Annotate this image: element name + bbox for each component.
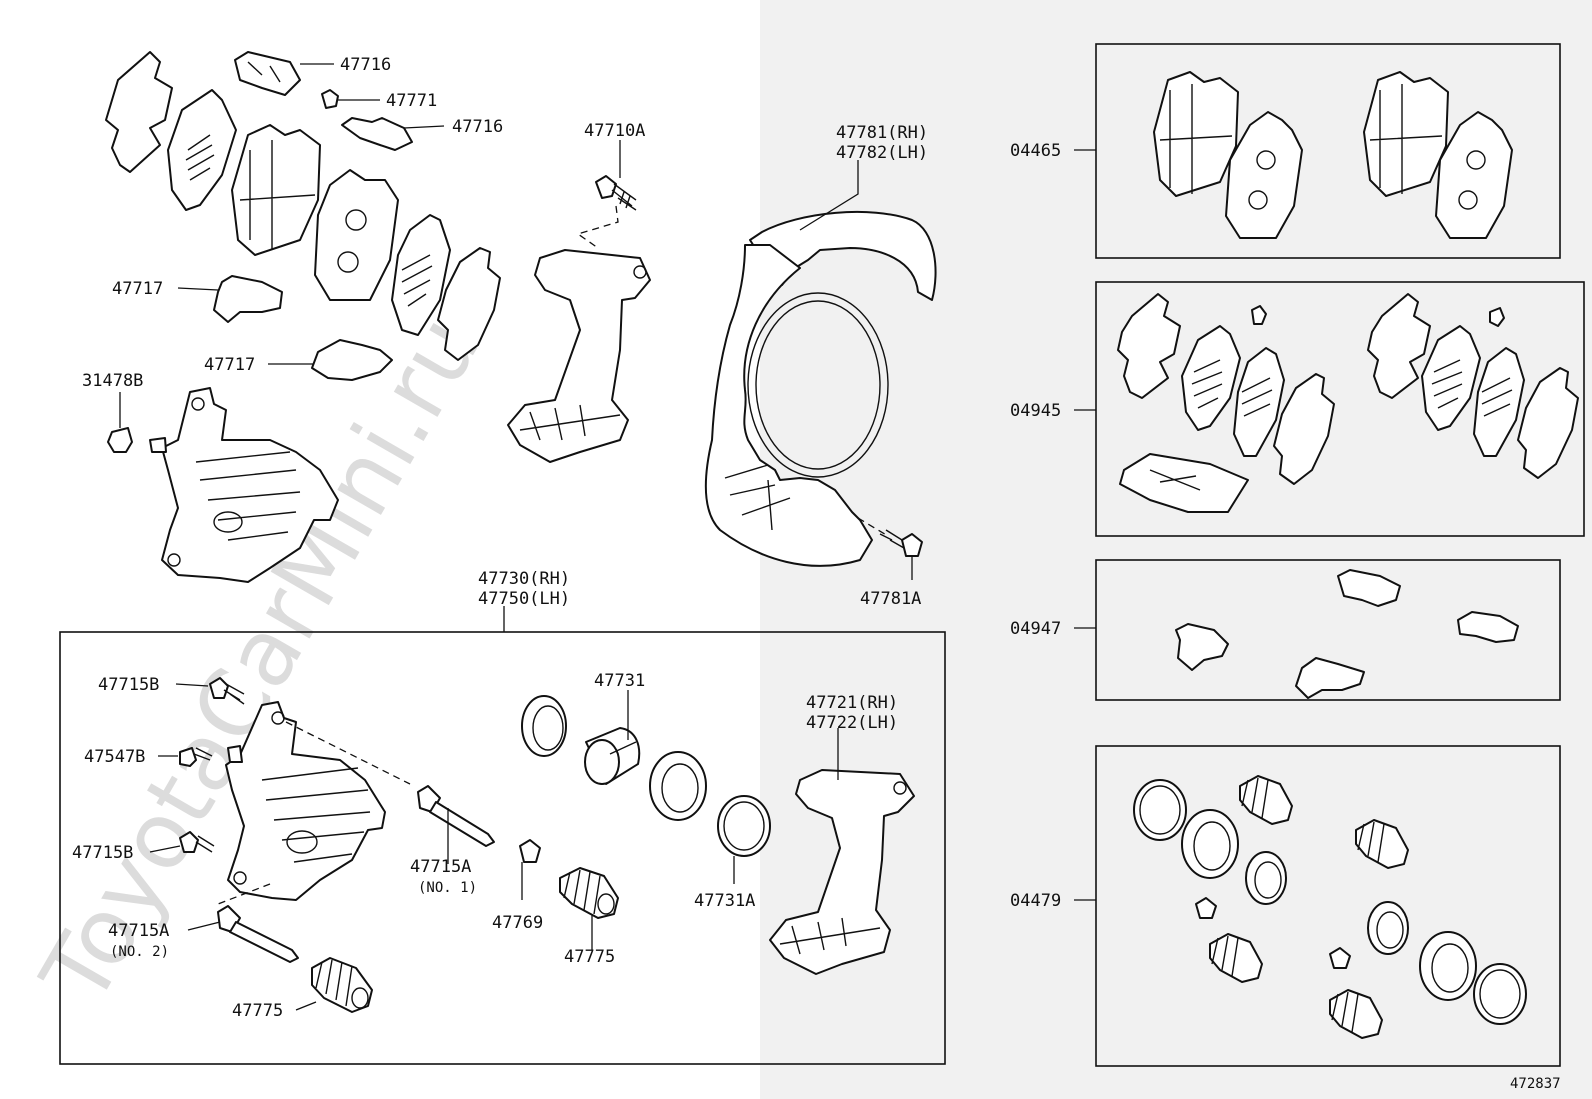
label-47715B-upper: 47715B	[98, 675, 159, 695]
mounting-bolt-top	[595, 175, 637, 211]
boot-lower-middle	[559, 867, 619, 919]
dust-cover-bolt-guide	[857, 517, 889, 537]
label-47722-lh: 47722(LH)	[806, 713, 898, 733]
pad-support-plate-upper	[234, 51, 301, 96]
boot-set-ring	[717, 795, 771, 857]
bleeder-plug-bolt	[209, 677, 245, 705]
caliper-assembly-box	[59, 631, 946, 1065]
label-47717-lower: 47717	[204, 355, 255, 375]
label-47715A-no2-sub: (NO. 2)	[110, 944, 169, 960]
slide-bolt-lower	[179, 831, 215, 853]
bleeder-cap	[179, 747, 213, 767]
label-47721-rh: 47721(RH)	[806, 693, 898, 713]
label-47717-upper: 47717	[112, 279, 163, 299]
kit-04947-plates	[1175, 569, 1519, 699]
brake-pad-with-backing-plate	[231, 124, 321, 256]
label-47731A: 47731A	[694, 891, 755, 911]
watermark-text: ToyotaCarMini.ru	[21, 298, 500, 1022]
caliper-cylinder-upper	[149, 387, 339, 583]
label-04947: 04947	[1010, 619, 1061, 639]
anti-squeal-shim-outer-right	[437, 247, 501, 361]
pad-support-plate-lower-b	[311, 339, 393, 381]
label-47710A: 47710A	[584, 121, 645, 141]
cylinder-piston	[584, 727, 641, 785]
caliper-mounting-lower	[769, 769, 915, 975]
bleeder-plug	[107, 427, 133, 453]
label-47716-lower: 47716	[452, 117, 503, 137]
label-47782-lh: 47782(LH)	[836, 143, 928, 163]
label-47781-rh: 47781(RH)	[836, 123, 928, 143]
slide-pin-no1	[417, 785, 495, 847]
guide-line-lower-pin	[217, 883, 271, 905]
disc-brake-dust-cover	[704, 210, 937, 567]
label-04945: 04945	[1010, 401, 1061, 421]
piston-seal	[521, 695, 567, 757]
bushing	[519, 839, 541, 863]
kit-box-04465	[1095, 43, 1561, 259]
diagram-id: 472837	[1510, 1076, 1561, 1092]
label-47715A-no2: 47715A	[108, 921, 169, 941]
label-47771: 47771	[386, 91, 437, 111]
pad-support-plate-lower-a	[213, 275, 283, 323]
label-04479: 04479	[1010, 891, 1061, 911]
label-47750-lh: 47750(LH)	[478, 589, 570, 609]
kit-box-04947	[1095, 559, 1561, 701]
caliper-mounting-upper	[507, 249, 651, 463]
kit-04479-seals	[1133, 775, 1527, 1039]
label-47715B-lower: 47715B	[72, 843, 133, 863]
label-47775-left: 47775	[232, 1001, 283, 1021]
pad-wear-indicator	[321, 89, 339, 109]
kit-04945-pads	[1117, 293, 1579, 513]
dust-cover-bolt	[879, 529, 923, 557]
kit-box-04479	[1095, 745, 1561, 1067]
anti-squeal-shim-outer-left	[105, 51, 173, 173]
label-47781A: 47781A	[860, 589, 921, 609]
label-47715A-no1-sub: (NO. 1)	[418, 880, 477, 896]
label-47769: 47769	[492, 913, 543, 933]
label-47715A-no1: 47715A	[410, 857, 471, 877]
leader-lines	[119, 63, 1096, 1011]
boot-lower-left	[311, 957, 373, 1013]
brake-pad-inner-left	[167, 89, 237, 211]
pad-support-plate-middle	[341, 117, 413, 151]
bolt-guide-line-top	[576, 205, 619, 249]
cylinder-boot	[649, 751, 707, 821]
slide-pin-no2	[217, 905, 299, 963]
kit-box-04945	[1095, 281, 1585, 537]
label-31478B: 31478B	[82, 371, 143, 391]
caliper-cylinder-lower	[225, 701, 386, 901]
brake-pad-with-holes	[314, 169, 399, 301]
label-47775-middle: 47775	[564, 947, 615, 967]
brake-pad-inner-right	[391, 214, 451, 336]
label-47731: 47731	[594, 671, 645, 691]
label-04465: 04465	[1010, 141, 1061, 161]
label-47730-rh: 47730(RH)	[478, 569, 570, 589]
label-47716-upper: 47716	[340, 55, 391, 75]
kit-04465-pads	[1153, 71, 1513, 239]
label-47547B: 47547B	[84, 747, 145, 767]
